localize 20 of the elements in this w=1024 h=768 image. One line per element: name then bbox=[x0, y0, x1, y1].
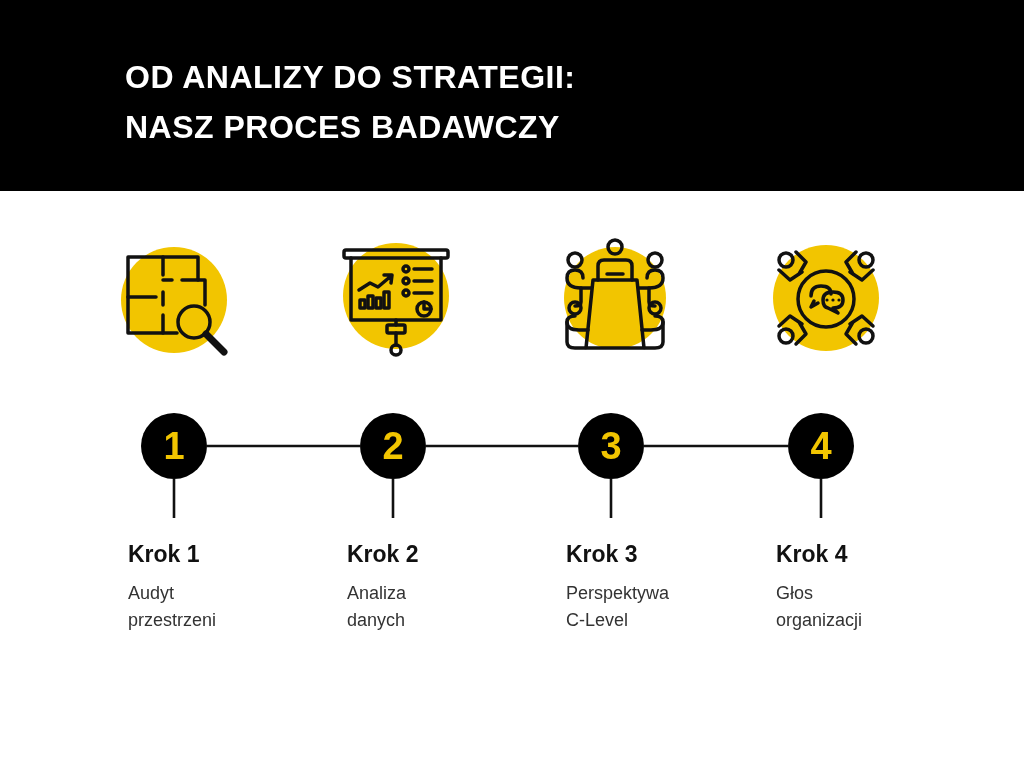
step-description: Analiza danych bbox=[347, 582, 408, 632]
step-description: Audyt przestrzeni bbox=[128, 582, 218, 632]
step-heading: Krok 3 bbox=[566, 540, 638, 568]
step-number: 2 bbox=[382, 424, 404, 468]
title: OD ANALIZY DO STRATEGII: NASZ PROCES BADAWCZY bbox=[125, 58, 577, 147]
step-number: 4 bbox=[810, 424, 832, 468]
step-heading: Krok 4 bbox=[776, 540, 848, 568]
connector-line bbox=[391, 479, 395, 518]
step-description: Głos organizacji bbox=[776, 582, 864, 632]
step-number: 3 bbox=[600, 424, 622, 468]
step-number: 1 bbox=[163, 424, 185, 468]
connector-line bbox=[172, 479, 176, 518]
connector-line bbox=[426, 444, 578, 448]
connector-line bbox=[644, 444, 788, 448]
step-heading: Krok 2 bbox=[347, 540, 419, 568]
connector-line bbox=[819, 479, 823, 518]
connector-line bbox=[609, 479, 613, 518]
step-description: Perspektywa C-Level bbox=[566, 582, 671, 632]
connector-line bbox=[207, 444, 360, 448]
step-heading: Krok 1 bbox=[128, 540, 200, 568]
